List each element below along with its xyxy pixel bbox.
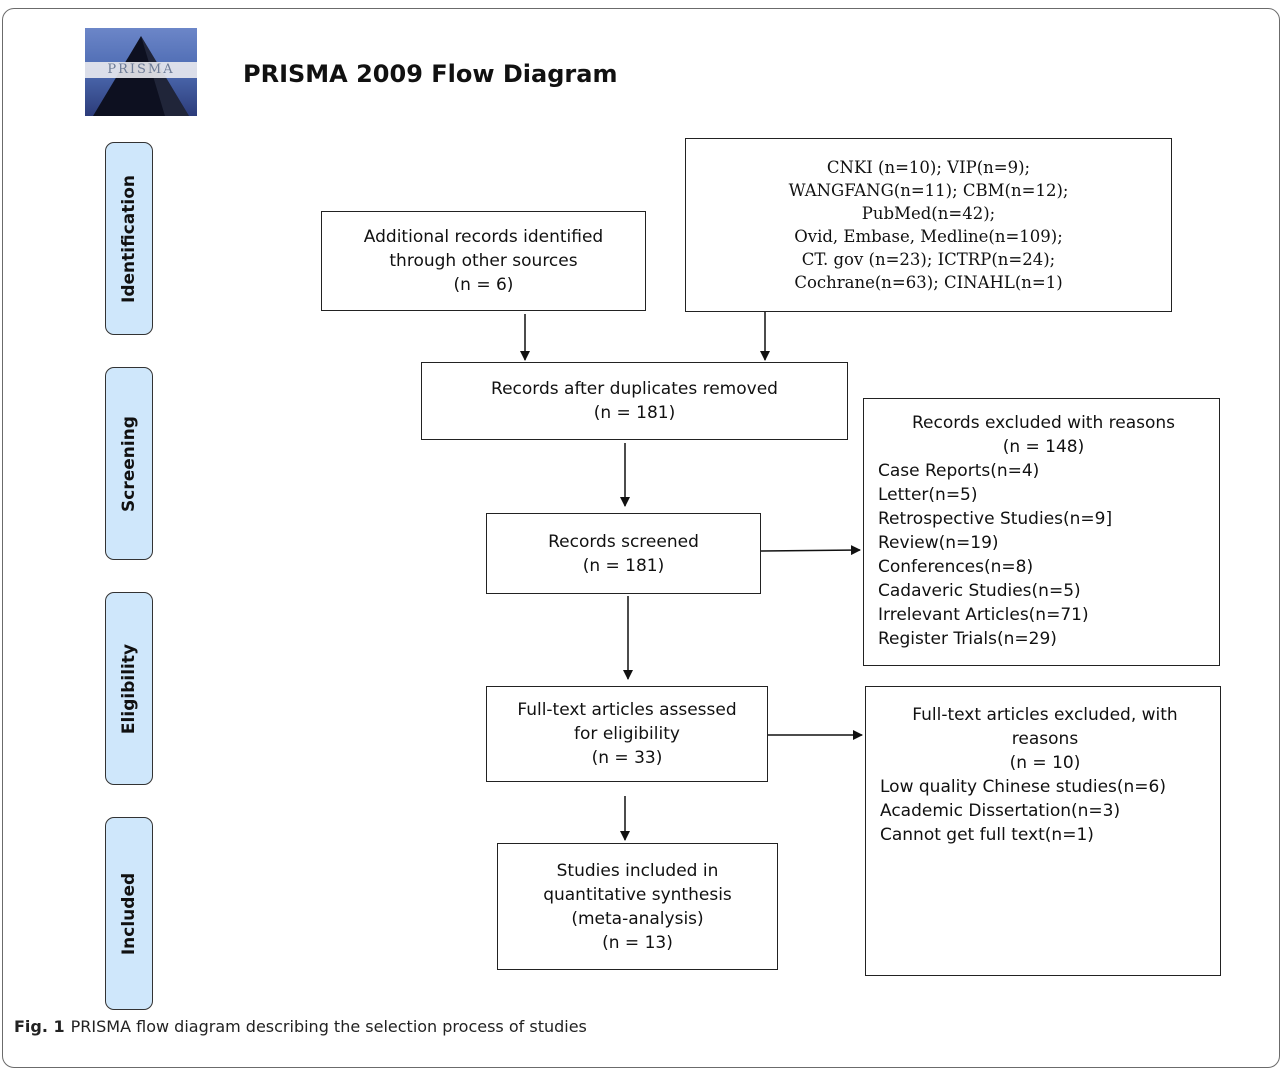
records-excluded-item: Review(n=19): [878, 533, 999, 553]
databases-line: PubMed(n=42);: [861, 204, 996, 223]
records-excluded-count: (n = 148): [1002, 437, 1085, 457]
fulltext-excluded-header: Full-text articles excluded, with: [912, 705, 1178, 725]
records-excluded-header: Records excluded with reasons: [911, 413, 1176, 433]
records-excluded-item: Conferences(n=8): [878, 557, 1034, 577]
prisma-logo-band: PRISMA: [85, 62, 197, 78]
records-excluded-item: Register Trials(n=29): [878, 629, 1057, 649]
fulltext-excluded-item: Cannot get full text(n=1): [880, 825, 1094, 845]
studies-included-line: Studies included in: [556, 860, 719, 881]
fulltext-excluded-box: Full-text articles excluded, with reason…: [865, 686, 1221, 976]
figure-caption-label: Fig. 1: [14, 1017, 65, 1036]
stage-eligibility: Eligibility: [105, 592, 153, 785]
fulltext-excluded-item: Academic Dissertation(n=3): [880, 801, 1121, 821]
databases-line: WANGFANG(n=11); CBM(n=12);: [788, 181, 1069, 200]
records-excluded-item: Irrelevant Articles(n=71): [878, 605, 1089, 625]
studies-included-box: Studies included in quantitative synthes…: [497, 843, 778, 970]
fulltext-assessed-line: for eligibility: [574, 724, 680, 744]
databases-line: CT. gov (n=23); ICTRP(n=24);: [801, 250, 1056, 269]
duplicates-removed-line: (n = 181): [593, 403, 676, 423]
studies-included-line: (n = 13): [602, 932, 673, 953]
fulltext-excluded-count: (n = 10): [1009, 753, 1081, 773]
diagram-title: PRISMA 2009 Flow Diagram: [243, 60, 618, 88]
stage-included: Included: [105, 817, 153, 1010]
prisma-logo-text: PRISMA: [107, 62, 175, 77]
databases-line: CNKI (n=10); VIP(n=9);: [826, 158, 1031, 177]
records-screened-box: Records screened (n = 181): [486, 513, 761, 594]
fulltext-assessed-line: Full-text articles assessed: [517, 700, 737, 720]
studies-included-line: (meta-analysis): [571, 908, 704, 929]
stage-screening: Screening: [105, 367, 153, 560]
records-excluded-box: Records excluded with reasons (n = 148) …: [863, 398, 1220, 666]
records-excluded-item: Cadaveric Studies(n=5): [878, 581, 1081, 601]
records-excluded-item: Case Reports(n=4): [878, 461, 1040, 481]
records-excluded-item: Letter(n=5): [878, 485, 978, 505]
studies-included-line: quantitative synthesis: [543, 884, 732, 905]
databases-line: Ovid, Embase, Medline(n=109);: [794, 227, 1063, 246]
databases-line: Cochrane(n=63); CINAHL(n=1): [794, 273, 1063, 292]
fulltext-assessed-line: (n = 33): [591, 748, 663, 768]
additional-records-line: (n = 6): [453, 275, 514, 295]
fulltext-excluded-header: reasons: [1011, 729, 1079, 749]
figure-caption-text: PRISMA flow diagram describing the selec…: [70, 1017, 587, 1036]
duplicates-removed-line: Records after duplicates removed: [491, 379, 778, 399]
figure-caption: Fig. 1 PRISMA flow diagram describing the…: [14, 1017, 587, 1036]
arrow-screened-to-excluded: [760, 545, 861, 556]
additional-records-box: Additional records identified through ot…: [321, 211, 646, 311]
additional-records-line: through other sources: [389, 251, 578, 271]
records-excluded-item: Retrospective Studies(n=9]: [878, 509, 1113, 529]
fulltext-assessed-box: Full-text articles assessed for eligibil…: [486, 686, 768, 782]
fulltext-excluded-item: Low quality Chinese studies(n=6): [880, 777, 1166, 797]
stage-identification: Identification: [105, 142, 153, 335]
databases-box: CNKI (n=10); VIP(n=9); WANGFANG(n=11); C…: [685, 138, 1172, 312]
records-screened-line: Records screened: [548, 531, 699, 552]
prisma-logo: PRISMA: [85, 28, 197, 116]
records-screened-line: (n = 181): [582, 555, 665, 576]
duplicates-removed-box: Records after duplicates removed (n = 18…: [421, 362, 848, 440]
additional-records-line: Additional records identified: [363, 227, 604, 247]
flow-arrows: [520, 312, 863, 841]
